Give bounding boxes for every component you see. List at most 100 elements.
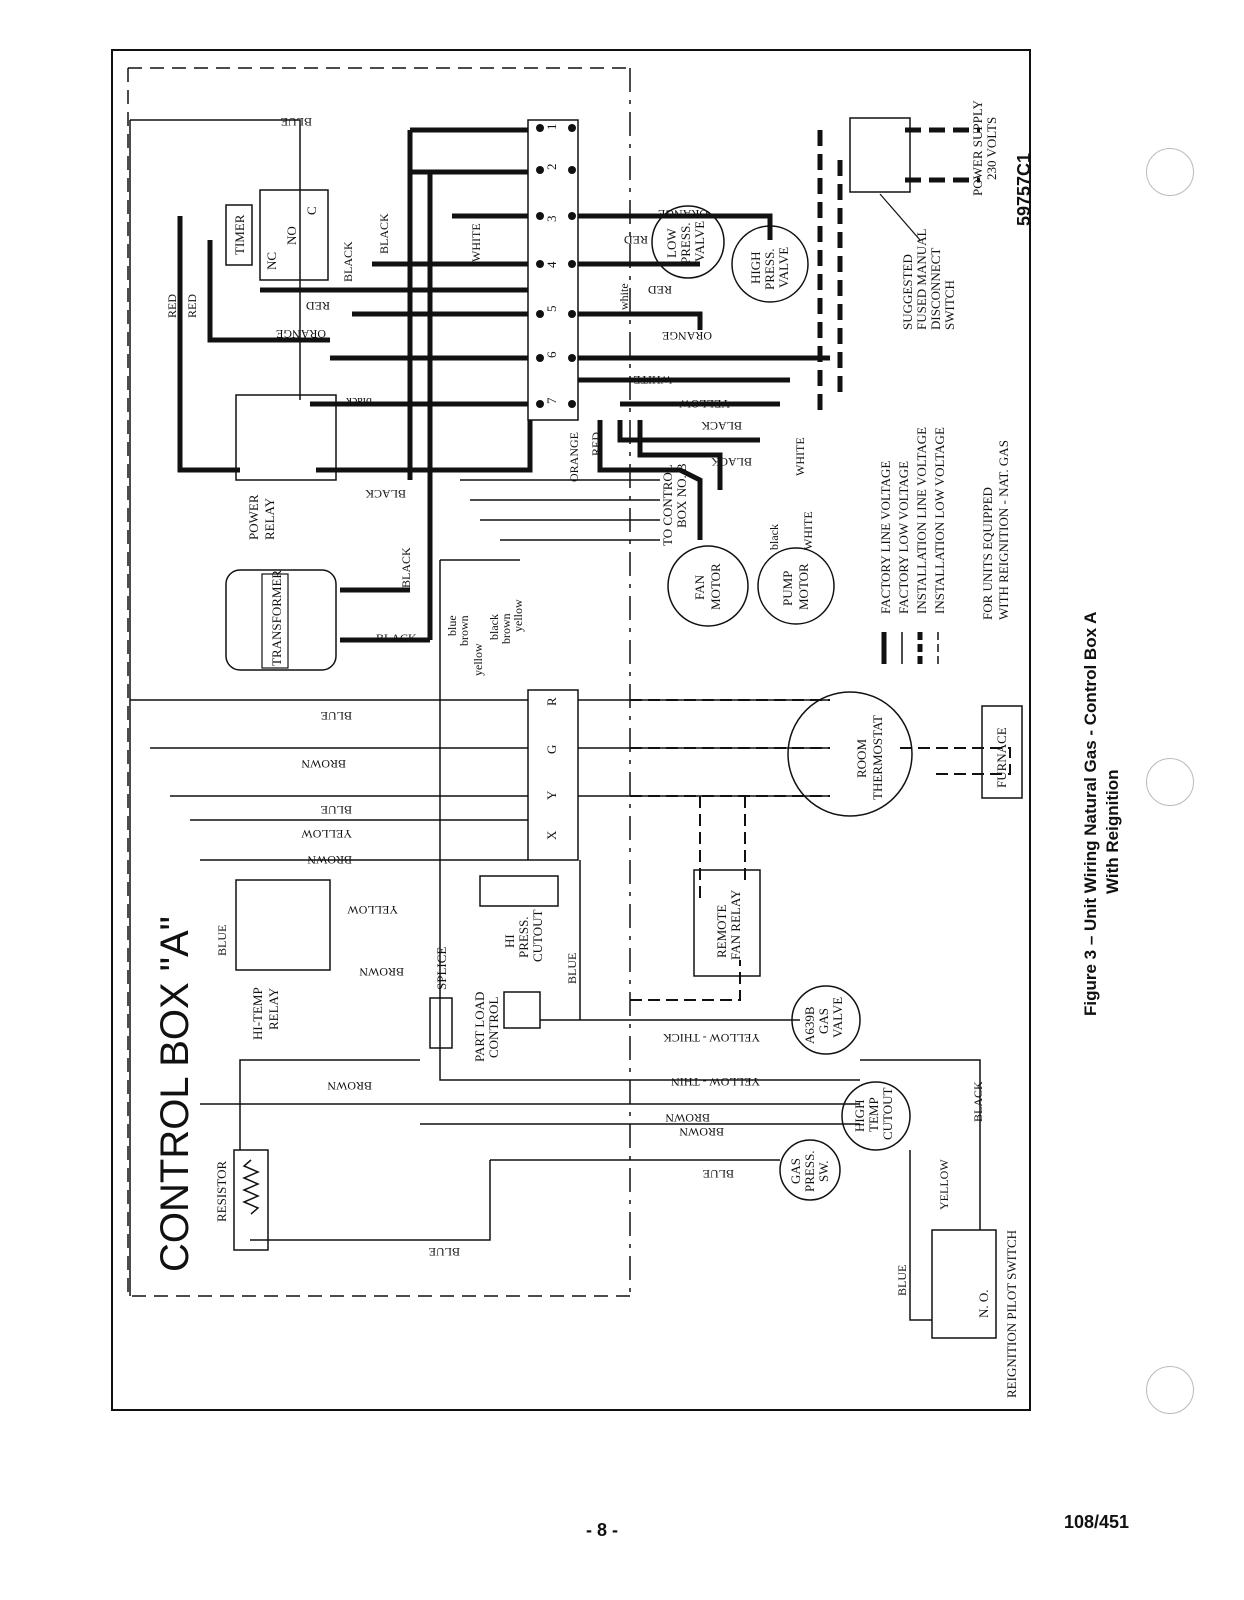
- wire-black-5: BLACK: [376, 631, 417, 645]
- hi-press-cutout-box: [479, 875, 559, 907]
- figure-caption-line-2: With Reignition: [1103, 770, 1122, 895]
- thermostat-terminal-block: [527, 689, 579, 861]
- wire-black-6: BLACK: [701, 419, 742, 433]
- fan-motor-label-1: FAN: [692, 574, 707, 600]
- wire-yellow-1: YELLOW: [679, 397, 730, 411]
- high-press-valve-label-2: PRESS.: [762, 248, 777, 290]
- wire-red-1: RED: [165, 294, 179, 318]
- wire-white-3: WHITE: [793, 437, 807, 476]
- gas-press-sw: [779, 1139, 841, 1201]
- note-line-1: FOR UNITS EQUIPPED: [980, 487, 995, 620]
- wire-blue-cutout: BLUE: [565, 953, 579, 984]
- splice-label: SPLICE: [434, 947, 449, 990]
- reignition-label: REIGNITION PILOT SWITCH: [1004, 1230, 1019, 1398]
- note-line-2: WITH REIGNITION - NAT. GAS: [996, 440, 1011, 620]
- wire-black-7: BLACK: [711, 455, 752, 469]
- binder-hole-top: [1146, 148, 1194, 196]
- panel-title: CONTROL BOX "A": [153, 916, 197, 1272]
- fan-motor-label-2: MOTOR: [708, 563, 723, 610]
- terminal-4: 4: [544, 261, 559, 268]
- disconnect-switch-box: [849, 117, 911, 193]
- terminal-3: 3: [544, 216, 559, 223]
- wire-brown-mid: BROWN: [301, 757, 346, 771]
- wire-black-lc-3: black: [487, 614, 501, 640]
- timer-label: TIMER: [232, 214, 247, 255]
- power-supply-label-1: POWER SUPPLY: [970, 100, 985, 196]
- transformer-label: TRANSFORMER: [269, 570, 284, 666]
- legend-item-2: FACTORY LOW VOLTAGE: [896, 461, 911, 614]
- disconnect-label-4: SWITCH: [942, 280, 957, 330]
- wire-red-5: RED: [648, 283, 672, 297]
- wire-brown-lower-1: BROWN: [327, 1079, 372, 1093]
- wire-blue-lower-1: BLUE: [703, 1167, 734, 1181]
- wire-white-1: WHITE: [469, 223, 483, 262]
- wire-black-2: BLACK: [377, 213, 391, 254]
- low-press-valve: [651, 205, 725, 279]
- gas-valve-label-1: A639B: [802, 1006, 817, 1044]
- wire-white-4: WHITE: [801, 511, 815, 550]
- wire-white-2: WHITE: [633, 373, 672, 387]
- wire-labels: BLUE RED RED RED ORANGE BLACK BLACK WHIT…: [165, 115, 985, 1296]
- splice-box: [429, 997, 453, 1049]
- term-x: X: [544, 830, 559, 840]
- timer-contacts: [259, 189, 329, 281]
- thermostat-label-1: ROOM: [854, 739, 869, 778]
- transformer-core: [261, 573, 289, 669]
- wire-brown-lc: brown: [457, 615, 471, 646]
- wire-orange-2: ORANGE: [658, 207, 708, 221]
- terminal-6: 6: [544, 351, 559, 358]
- terminal-7: 7: [544, 397, 559, 404]
- thermostat-label-2: THERMOSTAT: [870, 715, 885, 800]
- wire-black-lc-2: black: [346, 395, 372, 409]
- part-number: 59757C1: [1014, 153, 1034, 226]
- gas-press-sw-label-2: PRESS.: [802, 1150, 817, 1192]
- document-number: 108/451: [1064, 1512, 1130, 1532]
- wire-brown-lower-2: BROWN: [665, 1111, 710, 1125]
- high-temp-cutout: [841, 1081, 911, 1151]
- hi-temp-relay-box: [235, 879, 331, 971]
- wire-brown-lower-3: BROWN: [679, 1125, 724, 1139]
- power-supply-label-2: 230 VOLTS: [984, 117, 999, 180]
- wire-white-lc: white: [617, 283, 631, 310]
- wire-yellow-relay: YELLOW: [347, 903, 398, 917]
- legend-item-3: INSTALLATION LINE VOLTAGE: [914, 427, 929, 614]
- hi-temp-relay-label-2: RELAY: [266, 987, 281, 1030]
- low-press-valve-label-3: VALVE: [692, 221, 707, 262]
- timer-term-nc: NC: [264, 252, 279, 270]
- hi-temp-relay-label-1: HI-TEMP: [250, 987, 265, 1040]
- low-press-valve-label-2: PRESS.: [678, 222, 693, 264]
- timer-box: [225, 204, 253, 266]
- diagram-border: [111, 49, 1031, 1411]
- wire-blue-reig: BLUE: [895, 1265, 909, 1296]
- wire-red-3: RED: [306, 299, 330, 313]
- high-press-valve-label-1: HIGH: [748, 252, 763, 285]
- gas-valve-label-3: VALVE: [830, 997, 845, 1038]
- legend-item-1: FACTORY LINE VOLTAGE: [878, 461, 893, 614]
- remote-fan-relay-label-2: FAN RELAY: [728, 889, 743, 960]
- power-relay-label-1: POWER: [246, 494, 261, 540]
- wire-blue-top: BLUE: [281, 115, 312, 129]
- wire-blue-lower-2: BLUE: [429, 1245, 460, 1259]
- wire-brown-lc-2: brown: [499, 613, 513, 644]
- wire-black-3: BLACK: [365, 487, 406, 501]
- wire-blue-lc: blue: [445, 615, 459, 636]
- disconnect-label-2: FUSED MANUAL: [914, 228, 929, 330]
- terminal-2: 2: [544, 164, 559, 171]
- power-relay-label-2: RELAY: [262, 497, 277, 540]
- wire-black-1: BLACK: [341, 241, 355, 282]
- wire-yellow-thin: YELLOW - THIN: [671, 1075, 760, 1089]
- wire-yellow-lower: YELLOW: [937, 1159, 951, 1210]
- low-press-valve-label-1: LOW: [664, 228, 679, 258]
- terminal-5: 5: [544, 306, 559, 313]
- reignition-switch-box: [931, 1229, 997, 1339]
- high-press-valve: [731, 225, 809, 303]
- resistor-label: RESISTOR: [214, 1161, 229, 1222]
- high-temp-cutout-label-2: TEMP: [866, 1097, 881, 1132]
- terminal-strip: [527, 119, 579, 421]
- remote-fan-relay-label-1: REMOTE: [714, 905, 729, 959]
- pump-motor-label-1: PUMP: [780, 571, 795, 606]
- to-box-label-2: BOX NO. B: [674, 463, 689, 528]
- wire-brown-mid-2: BROWN: [307, 853, 352, 867]
- figure-caption-line-1: Figure 3 – Unit Wiring Natural Gas - Con…: [1081, 612, 1100, 1016]
- wire-orange-4: ORANGE: [567, 432, 581, 482]
